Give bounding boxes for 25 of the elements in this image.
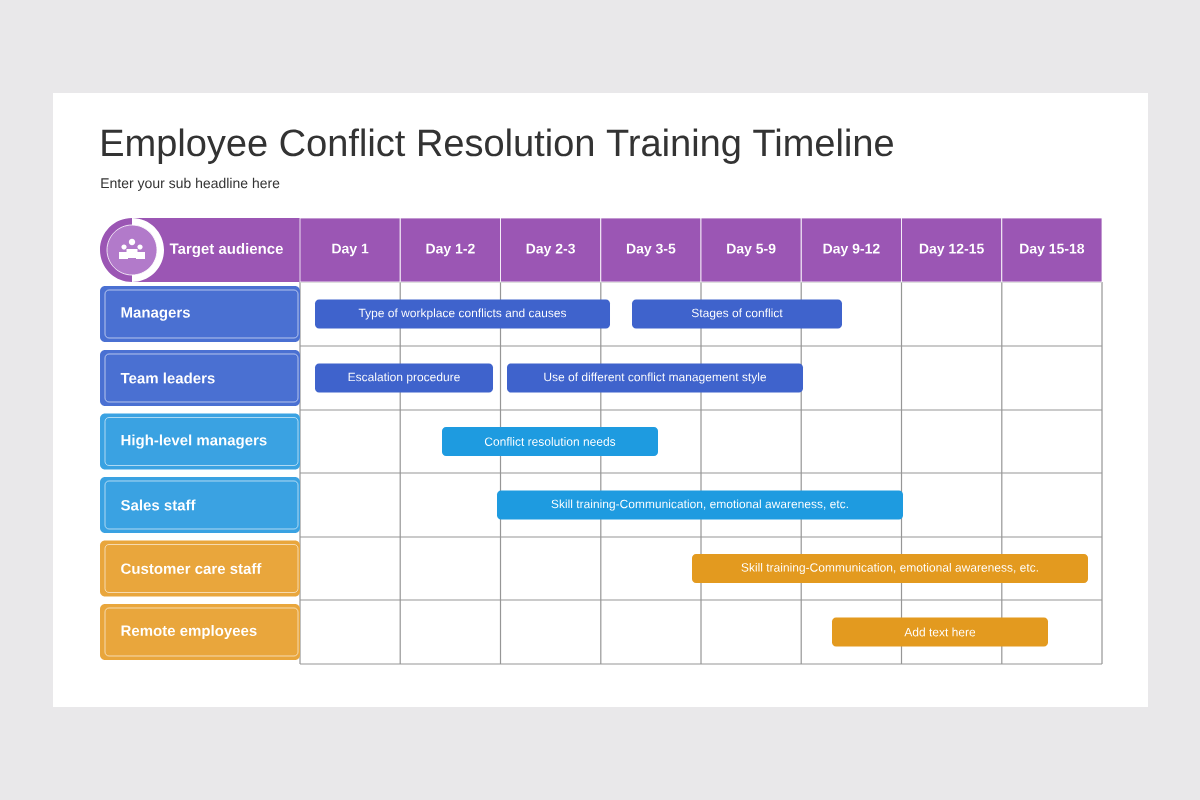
- column-header: Day 15-18: [1001, 217, 1103, 283]
- column-header: Day 1: [299, 217, 401, 283]
- row-header: Customer care staff: [100, 540, 300, 597]
- task-bar: Type of workplace conflicts and causes: [315, 299, 610, 329]
- row-header: Team leaders: [100, 350, 300, 406]
- column-header: Day 5-9: [700, 217, 802, 283]
- row-header: Managers: [100, 286, 300, 342]
- task-bar: Skill training-Communication, emotional awareness, etc.: [692, 554, 1088, 583]
- task-bar: Add text here: [832, 617, 1048, 647]
- column-header: Day 9-12: [800, 217, 902, 283]
- title: Employee Conflict Resolution Training Timeline: [102, 128, 893, 164]
- task-bar: Stages of conflict: [632, 299, 842, 329]
- task-bar: Conflict resolution needs: [442, 427, 658, 456]
- column-header: Day 3-5: [600, 217, 702, 283]
- column-header: Day 2-3: [500, 217, 602, 283]
- column-header: Day 1-2: [399, 217, 501, 283]
- row-header: Remote employees: [100, 604, 300, 660]
- row-header: Sales staff: [100, 477, 300, 533]
- subtitle: Enter your sub headline here: [101, 177, 280, 191]
- task-bar: Use of different conflict management style: [507, 363, 803, 393]
- header-pill: Target audience: [100, 218, 300, 282]
- task-bar: Skill training-Communication, emotional awareness, etc.: [497, 490, 903, 520]
- row-header: High-level managers: [100, 413, 300, 470]
- task-bar: Escalation procedure: [315, 363, 493, 393]
- column-header: Day 12-15: [901, 217, 1003, 283]
